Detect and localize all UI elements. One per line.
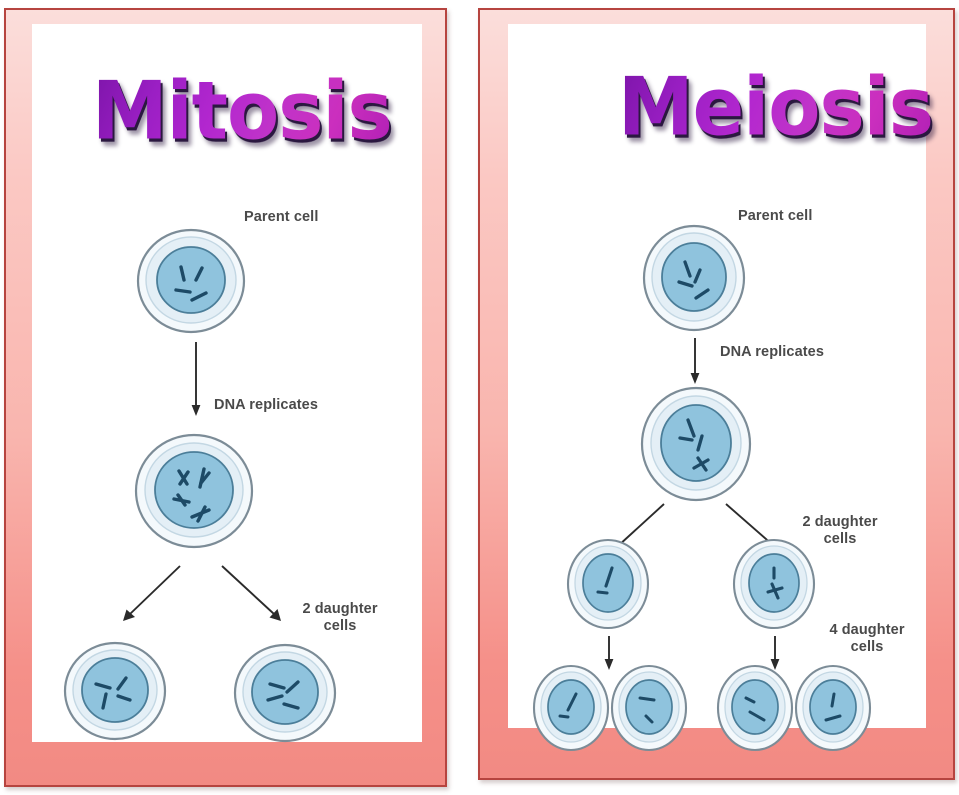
meiosis-dna-replication-arrow xyxy=(688,338,702,388)
meiosis-parent-cell-label: Parent cell xyxy=(738,208,813,224)
meiosis-second-division-arrow-left xyxy=(602,636,616,674)
mitosis-dna-replication-arrow xyxy=(189,342,203,420)
meiosis-dna-replicates-label: DNA replicates xyxy=(720,344,825,360)
panel-mitosis: Mitosis Parent cell xyxy=(4,8,447,787)
meiosis-final-cell-4 xyxy=(792,662,874,754)
mitosis-daughter-cells-label: 2 daughter cells xyxy=(302,601,378,635)
meiosis-two-daughter-cells-label: 2 daughter cells xyxy=(802,514,878,548)
mitosis-parent-cell xyxy=(132,222,250,340)
mitosis-parent-cell-label: Parent cell xyxy=(244,209,319,225)
mitosis-replicated-cell xyxy=(130,427,258,555)
meiosis-second-division-arrow-right xyxy=(768,636,782,674)
mitosis-daughter-cell-2 xyxy=(230,638,340,748)
meiosis-content-card: Meiosis Parent cell xyxy=(508,24,934,752)
meiosis-final-cell-3 xyxy=(714,662,796,754)
mitosis-dna-replicates-label: DNA replicates xyxy=(214,397,319,413)
mitosis-content-card: Mitosis Parent cell xyxy=(32,24,422,743)
mitosis-daughter-cell-1 xyxy=(60,636,170,746)
meiosis-title: Meiosis xyxy=(618,59,934,154)
meiosis-daughter-cell-1 xyxy=(564,536,652,632)
meiosis-parent-cell xyxy=(638,220,750,336)
meiosis-final-cell-1 xyxy=(530,662,612,754)
meiosis-daughter-cell-2 xyxy=(730,536,818,632)
mitosis-title: Mitosis xyxy=(92,63,393,158)
panel-meiosis: Meiosis Parent cell xyxy=(478,8,955,780)
meiosis-four-daughter-cells-label: 4 daughter cells xyxy=(829,622,905,656)
meiosis-replicated-cell xyxy=(636,382,756,506)
mitosis-split-arrow-right xyxy=(218,564,288,626)
meiosis-final-cell-2 xyxy=(608,662,690,754)
mitosis-split-arrow-left xyxy=(118,564,184,626)
